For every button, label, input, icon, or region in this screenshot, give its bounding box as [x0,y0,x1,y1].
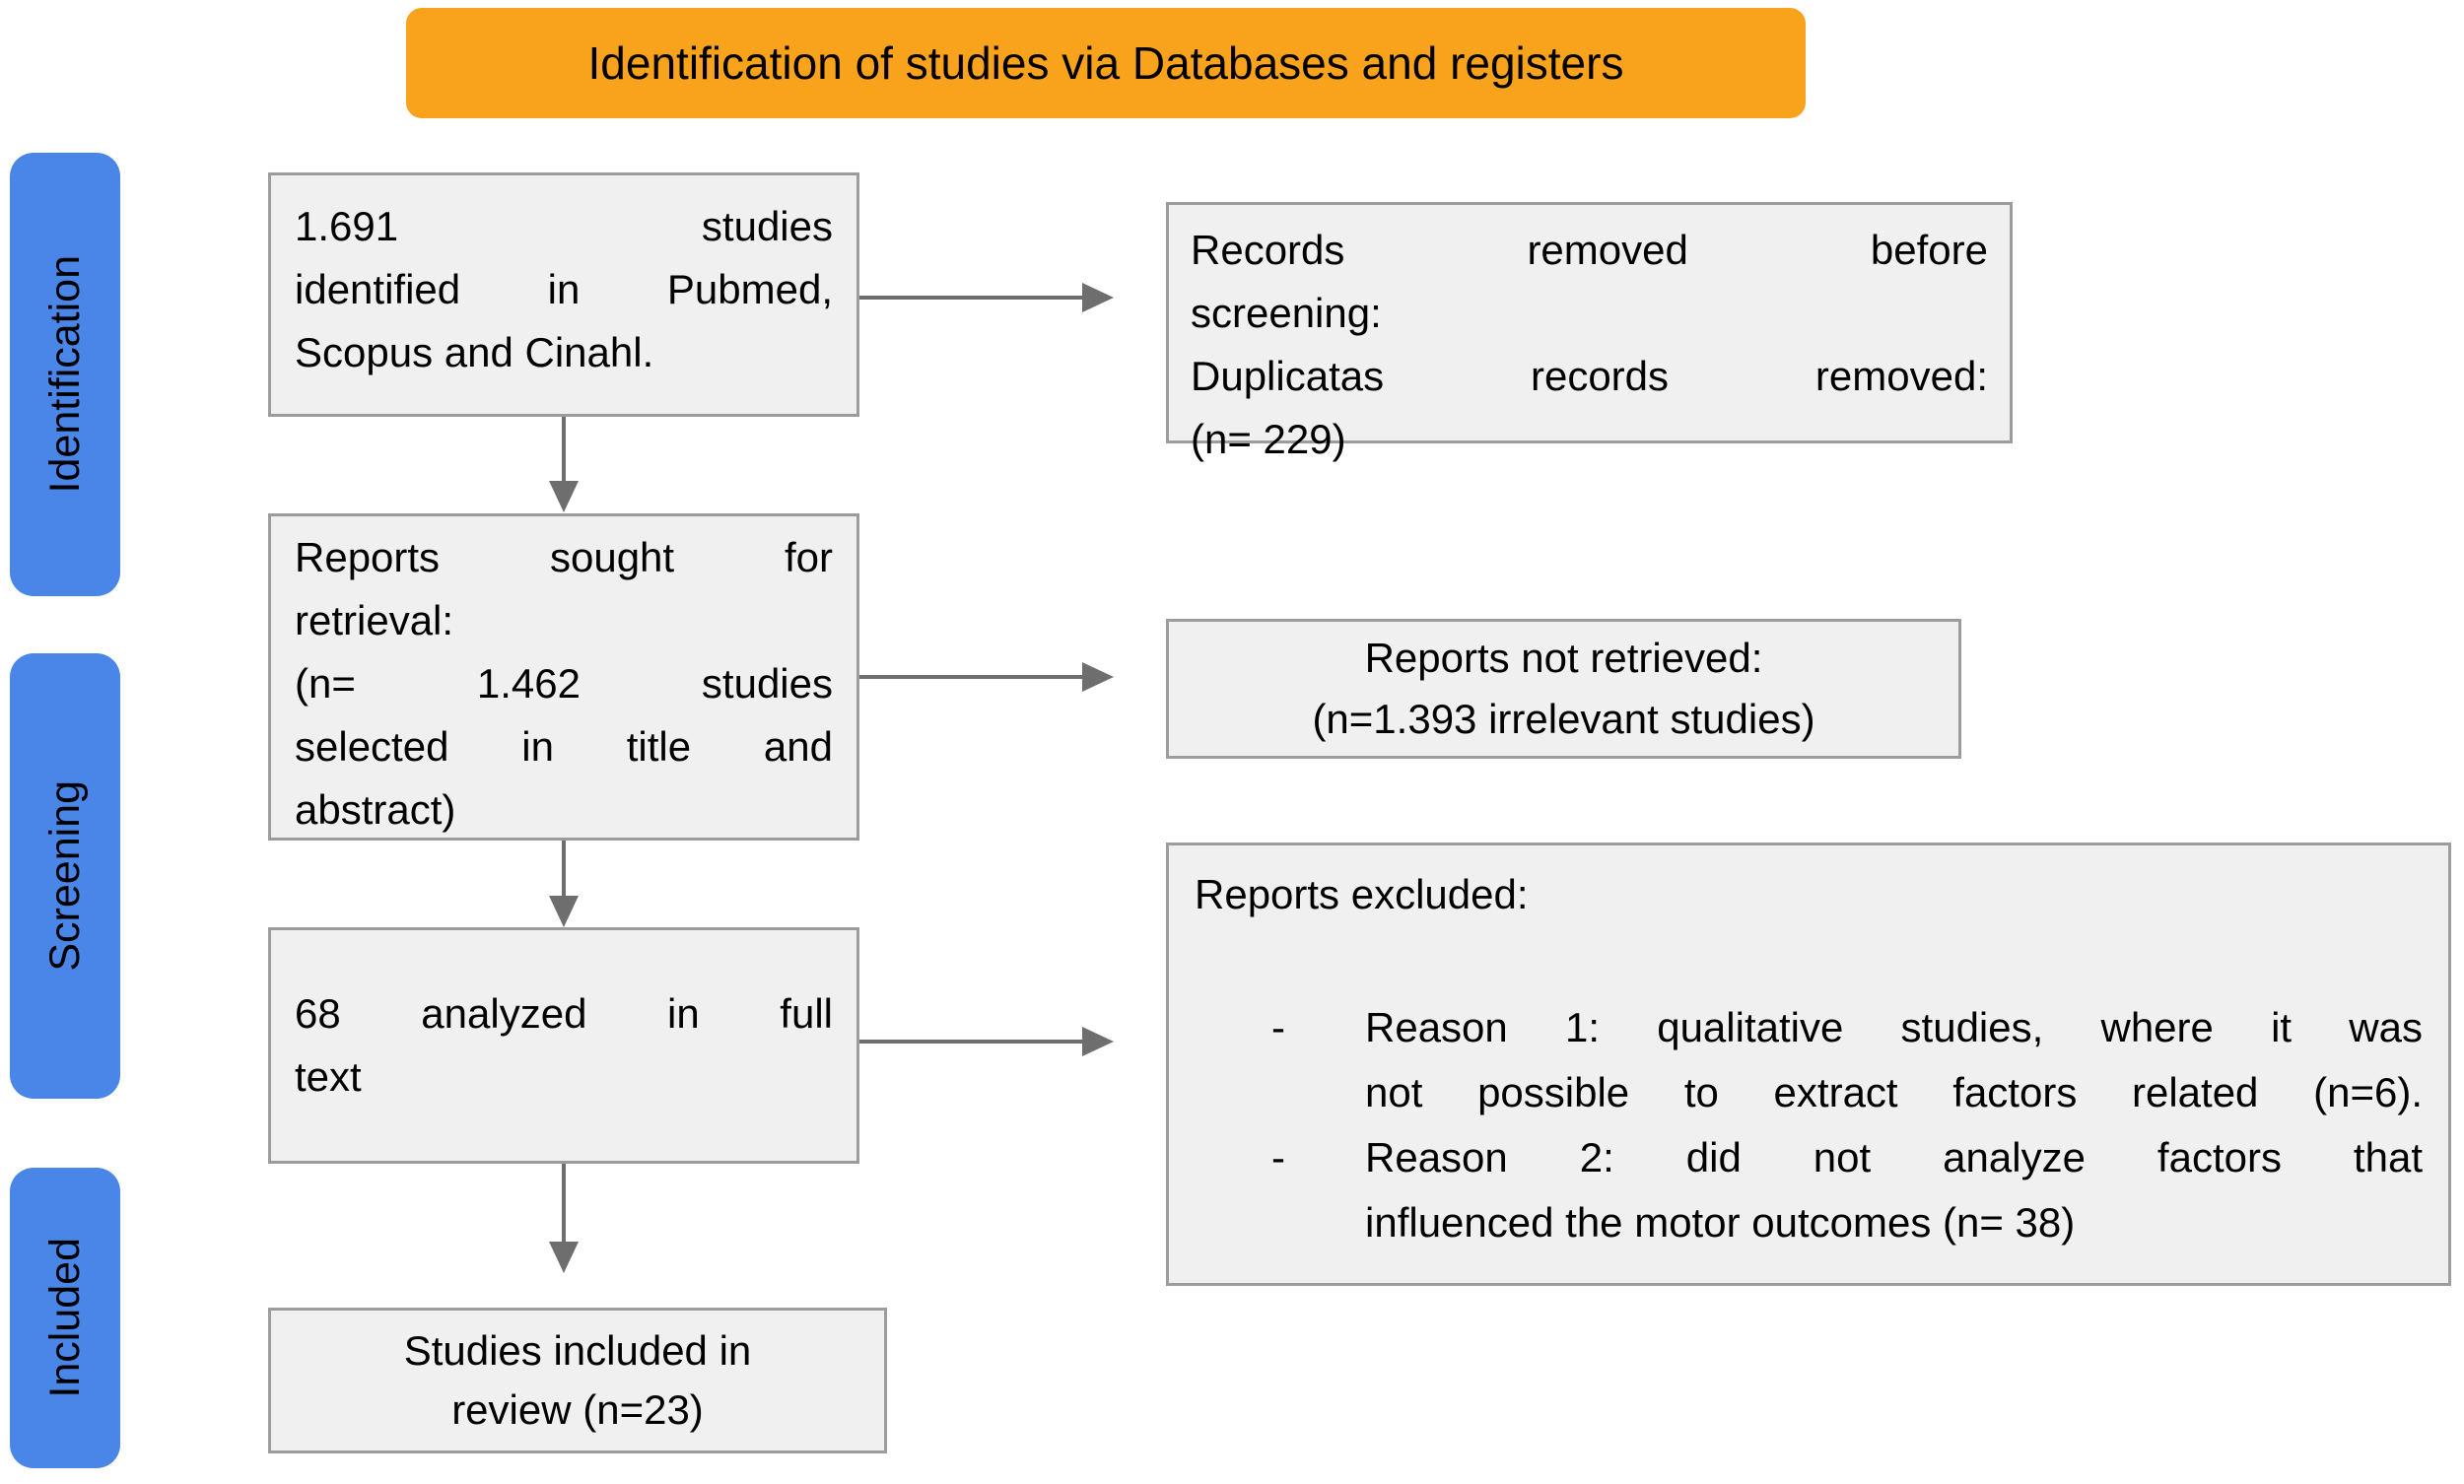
box-line: 1.691 studies [295,203,833,249]
box-records-removed: Records removed before screening: Duplic… [1166,202,2013,462]
diagram-header: Identification of studies via Databases … [406,8,1806,118]
stage-tab-included-label: Included [40,1238,89,1398]
arrow-sought-to-notretrieved-head [1082,662,1114,692]
box-line: Studies included in [403,1327,752,1374]
box-fulltext-analyzed: 68 analyzed in full text [268,927,859,1164]
arrow-identified-to-sought-line [562,417,566,483]
box-line: text [295,1053,362,1100]
box-line: retrieval: [295,597,454,643]
arrow-sought-to-fulltext-line [562,841,566,898]
box-line: selected in title and [295,723,833,770]
box-line: Reason 2: did not analyze factors that [1365,1134,2423,1180]
stage-tab-identification-label: Identification [40,255,89,494]
box-line: Scopus and Cinahl. [295,329,654,375]
box-reports-sought: Reports sought for retrieval: (n= 1.462 … [268,513,859,841]
box-line: not possible to extract factors related … [1365,1069,2423,1115]
box-line: Duplicatas records removed: [1191,353,1988,399]
arrow-identified-to-removed-head [1082,283,1114,312]
bullet-text: Reason 1: qualitative studies, where it … [1365,995,2423,1125]
stage-tab-identification: Identification [10,153,120,596]
stage-tab-screening-label: Screening [40,780,89,972]
bullet-marker: - [1271,1134,1285,1180]
bullet-marker: - [1271,1004,1285,1050]
arrow-fulltext-to-excluded-head [1082,1027,1114,1056]
stage-tab-screening: Screening [10,653,120,1099]
box-line: review (n=23) [451,1386,704,1433]
arrow-identified-to-removed-line [859,296,1084,300]
box-line: screening: [1191,290,1382,336]
box-line: 68 analyzed in full [295,990,833,1037]
box-reports-excluded: Reports excluded: - Reason 1: qualitativ… [1166,843,2451,1286]
box-reports-not-retrieved: Reports not retrieved: (n=1.393 irreleva… [1166,619,1961,759]
diagram-header-label: Identification of studies via Databases … [587,37,1624,89]
box-line: influenced the motor outcomes (n= 38) [1365,1199,2076,1246]
box-line: Reason 1: qualitative studies, where it … [1365,1004,2423,1050]
arrow-sought-to-fulltext-head [549,896,579,927]
box-studies-included: Studies included in review (n=23) [268,1308,887,1453]
stage-tab-included: Included [10,1168,120,1468]
arrow-identified-to-sought-head [549,481,579,512]
box-line: (n=1.393 irrelevant studies) [1312,696,1815,742]
box-line: Reports not retrieved: [1364,635,1763,681]
excluded-title: Reports excluded: [1195,871,1529,917]
bullet-text: Reason 2: did not analyze factors that i… [1365,1125,2423,1255]
arrow-fulltext-to-included-line [562,1164,566,1244]
box-line: abstract) [295,786,456,833]
box-line: identified in Pubmed, [295,266,833,312]
arrow-fulltext-to-included-head [549,1242,579,1273]
arrow-sought-to-notretrieved-line [859,675,1084,679]
excluded-bullet-2: - Reason 2: did not analyze factors that… [1195,1125,2423,1255]
excluded-bullet-list: - Reason 1: qualitative studies, where i… [1195,995,2423,1255]
excluded-bullet-1: - Reason 1: qualitative studies, where i… [1195,995,2423,1125]
box-line: Records removed before [1191,227,1988,273]
box-line: (n= 1.462 studies [295,660,833,707]
box-line: (n= 229) [1191,416,1346,462]
box-line: Reports sought for [295,534,833,580]
box-studies-identified: 1.691 studies identified in Pubmed, Scop… [268,172,859,417]
arrow-fulltext-to-excluded-line [859,1040,1084,1044]
